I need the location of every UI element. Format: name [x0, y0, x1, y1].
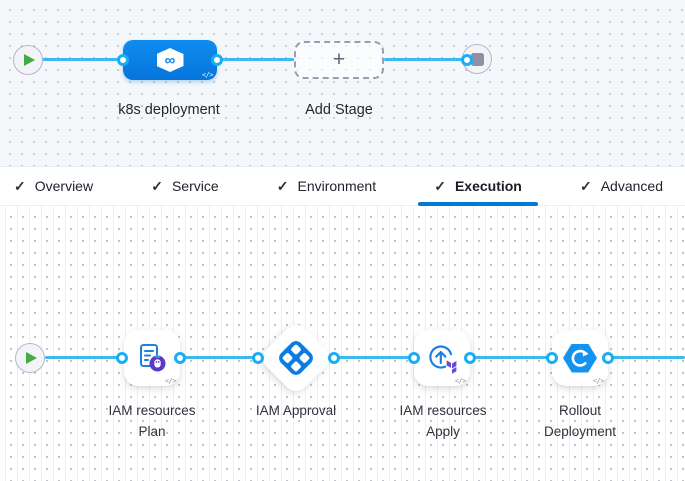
link-port	[252, 352, 264, 364]
check-icon: ✓	[434, 178, 446, 194]
tab-label: Environment	[297, 178, 377, 194]
tab-label: Overview	[34, 178, 94, 194]
step-label: Rollout Deployment	[543, 403, 617, 439]
link-port	[464, 352, 476, 364]
stage-canvas[interactable]: ∞ </> k8s deployment + Add Stage	[0, 0, 685, 166]
tab-label: Service	[171, 178, 219, 194]
check-icon: ✓	[276, 178, 289, 194]
stop-icon	[470, 52, 484, 66]
add-stage-button[interactable]: +	[294, 41, 384, 79]
connector-line	[42, 58, 124, 61]
connector-line	[45, 356, 122, 359]
code-template-icon: </>	[592, 377, 605, 385]
connector-line	[470, 356, 552, 359]
code-template-icon: </>	[454, 377, 467, 385]
link-port	[116, 352, 128, 364]
execution-canvas[interactable]: </> IAM resources Plan IAM Approval </> …	[0, 206, 685, 481]
connector-line	[608, 356, 685, 359]
check-icon: ✓	[14, 178, 26, 194]
connector-line	[217, 58, 294, 61]
code-template-icon: </>	[164, 377, 177, 385]
connector-line	[334, 356, 414, 359]
link-port	[602, 352, 614, 364]
execution-start-node[interactable]	[15, 343, 45, 373]
step-label: IAM resources Plan	[108, 403, 196, 439]
step-rollout-deployment[interactable]: </>	[552, 330, 608, 386]
tab-label: Execution	[454, 178, 522, 194]
link-port	[328, 352, 340, 364]
code-template-icon: </>	[201, 71, 214, 79]
step-label: IAM Approval	[255, 403, 337, 418]
step-iam-resources-apply[interactable]: </>	[414, 330, 470, 386]
play-icon	[26, 352, 37, 364]
pipeline-start-node[interactable]	[13, 45, 43, 75]
tab-service[interactable]: ✓ Service	[137, 167, 232, 205]
rollout-deployment-icon	[563, 343, 597, 373]
stage-label: k8s deployment	[118, 102, 220, 118]
step-label: IAM resources Apply	[399, 403, 487, 439]
tab-label: Advanced	[600, 178, 663, 194]
stage-config-tabs: ✓ Overview ✓ Service ✓ Environment ✓ Exe…	[0, 166, 685, 206]
terraform-apply-icon	[428, 344, 456, 374]
connector-line	[384, 58, 467, 61]
link-port	[408, 352, 420, 364]
terraform-plan-icon	[140, 344, 166, 372]
add-stage-label: Add Stage	[305, 102, 373, 118]
link-port	[461, 54, 473, 66]
link-port	[174, 352, 186, 364]
plus-icon: +	[332, 48, 346, 71]
link-port	[546, 352, 558, 364]
check-icon: ✓	[579, 178, 592, 194]
tab-overview[interactable]: ✓ Overview	[0, 167, 107, 205]
step-iam-resources-plan[interactable]: </>	[124, 330, 180, 386]
link-port	[117, 54, 129, 66]
play-icon	[24, 54, 35, 66]
tab-execution[interactable]: ✓ Execution	[418, 167, 538, 206]
link-port	[211, 54, 223, 66]
tab-advanced[interactable]: ✓ Advanced	[566, 167, 677, 205]
stage-node-k8s-deployment[interactable]: ∞ </>	[123, 40, 217, 80]
check-icon: ✓	[151, 178, 163, 194]
connector-line	[180, 356, 258, 359]
pipeline-icon-glyph: ∞	[164, 51, 176, 69]
harness-pipeline-icon: ∞	[156, 48, 184, 72]
tab-environment[interactable]: ✓ Environment	[263, 167, 390, 205]
